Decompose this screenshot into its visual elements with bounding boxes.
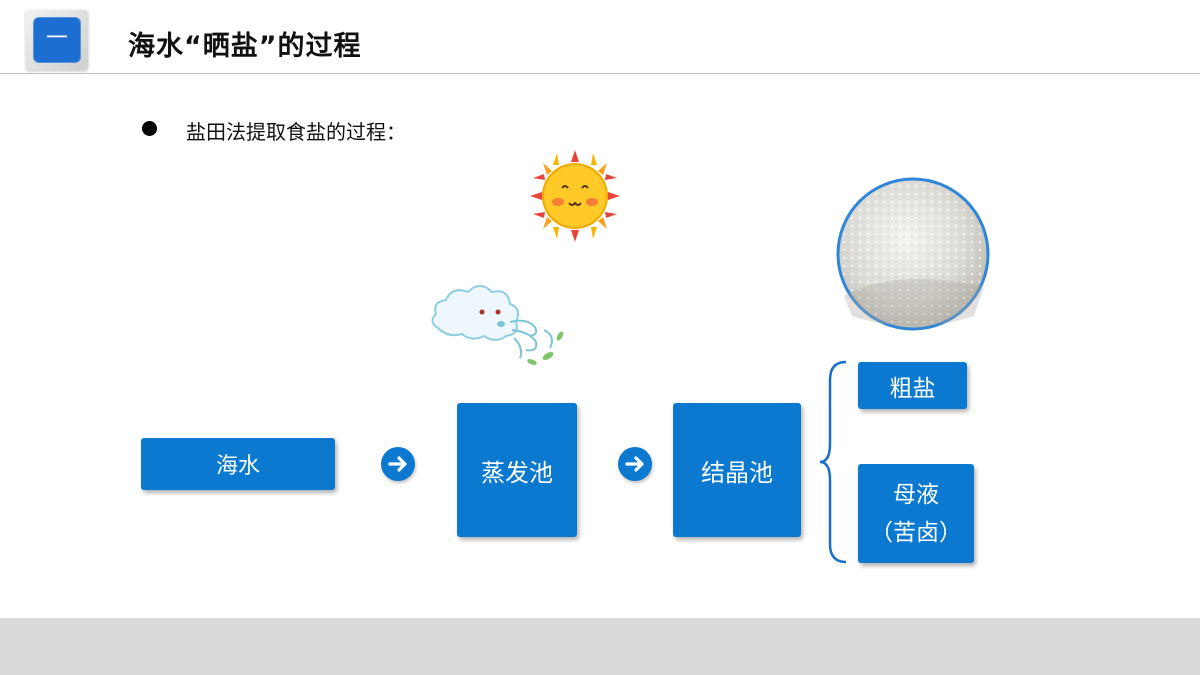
seawater-label: 海水 bbox=[215, 454, 260, 479]
salt-pile-image bbox=[836, 177, 990, 331]
header-divider bbox=[0, 73, 1200, 74]
arrow-right-icon bbox=[618, 447, 652, 481]
evaporation-pond-label: 蒸发池 bbox=[481, 458, 553, 487]
bullet-text: 盐田法提取食盐的过程： bbox=[186, 120, 406, 144]
wind-cloud-icon bbox=[431, 285, 564, 365]
section-number: 一 bbox=[33, 17, 81, 63]
section-number-badge: 一 bbox=[26, 10, 88, 70]
footer-band bbox=[0, 618, 1200, 675]
crystallization-pond-label: 结晶池 bbox=[701, 458, 773, 487]
evaporation-pond-box: 蒸发池 bbox=[457, 403, 577, 537]
bittern-label: （苦卤） bbox=[870, 519, 962, 546]
crude-salt-box: 粗盐 bbox=[858, 362, 967, 409]
seawater-box: 海水 bbox=[141, 438, 335, 490]
page-title: 海水“晒盐”的过程 bbox=[128, 31, 362, 62]
curly-brace-icon bbox=[819, 360, 847, 564]
arrow-right-icon bbox=[381, 447, 415, 481]
mother-liquor-label: 母液 bbox=[893, 481, 939, 508]
mother-liquor-box: 母液 （苦卤） bbox=[858, 464, 974, 563]
crystallization-pond-box: 结晶池 bbox=[673, 403, 801, 537]
sun-icon bbox=[530, 150, 620, 242]
bullet-dot-icon bbox=[142, 121, 157, 136]
crude-salt-label: 粗盐 bbox=[889, 375, 936, 402]
